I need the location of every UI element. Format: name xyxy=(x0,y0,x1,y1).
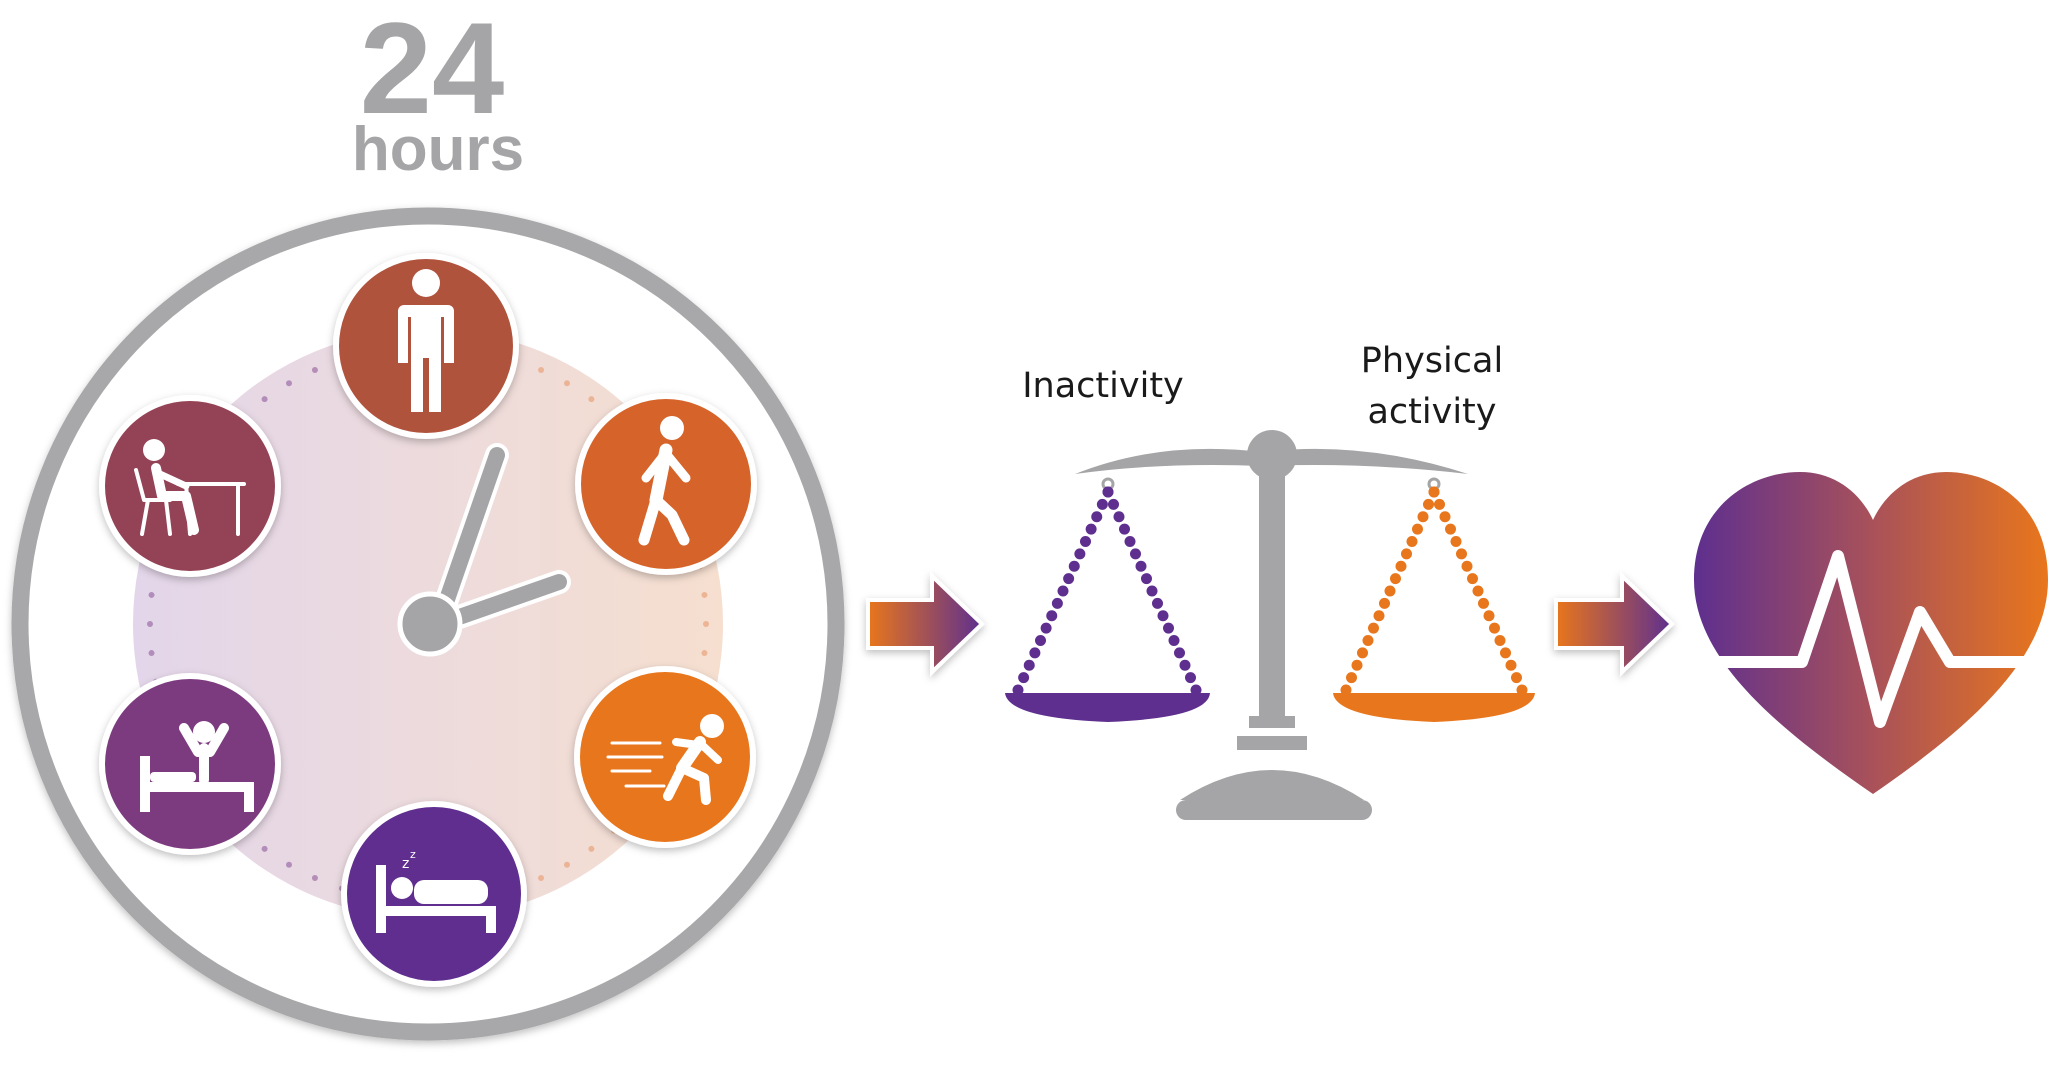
heart-health-icon xyxy=(1688,472,2048,794)
sleeping-person-icon: z z xyxy=(376,848,496,933)
title-unit: hours xyxy=(352,115,524,184)
running-person-icon xyxy=(606,714,724,805)
svg-text:z: z xyxy=(410,848,416,861)
waking-up-person-icon xyxy=(140,721,254,812)
sitting-at-desk-icon xyxy=(134,439,246,536)
scale-post xyxy=(1259,474,1285,724)
activity-running xyxy=(574,666,756,848)
walking-person-icon xyxy=(638,416,691,546)
activity-walking xyxy=(575,393,757,575)
svg-text:z: z xyxy=(402,856,409,872)
heartbeat-line-icon xyxy=(1688,550,2048,728)
left-pan-inactivity xyxy=(1012,477,1202,696)
balance-scale: Inactivity Physical activity xyxy=(1005,341,1535,820)
standing-person-icon xyxy=(398,269,454,412)
scale-base xyxy=(1180,770,1364,800)
clock-center-hub xyxy=(397,591,463,657)
physical-label-line1: Physical xyxy=(1361,341,1503,381)
inactivity-label: Inactivity xyxy=(1022,366,1184,406)
clock: z z xyxy=(11,207,845,1041)
right-pan-physical-activity xyxy=(1340,477,1528,696)
physical-label-line2: activity xyxy=(1367,392,1496,432)
arrow-right-2 xyxy=(1554,571,1675,677)
title-number: 24 xyxy=(360,0,505,141)
arrow-right-1 xyxy=(866,571,985,677)
activity-waking-up xyxy=(99,673,281,855)
